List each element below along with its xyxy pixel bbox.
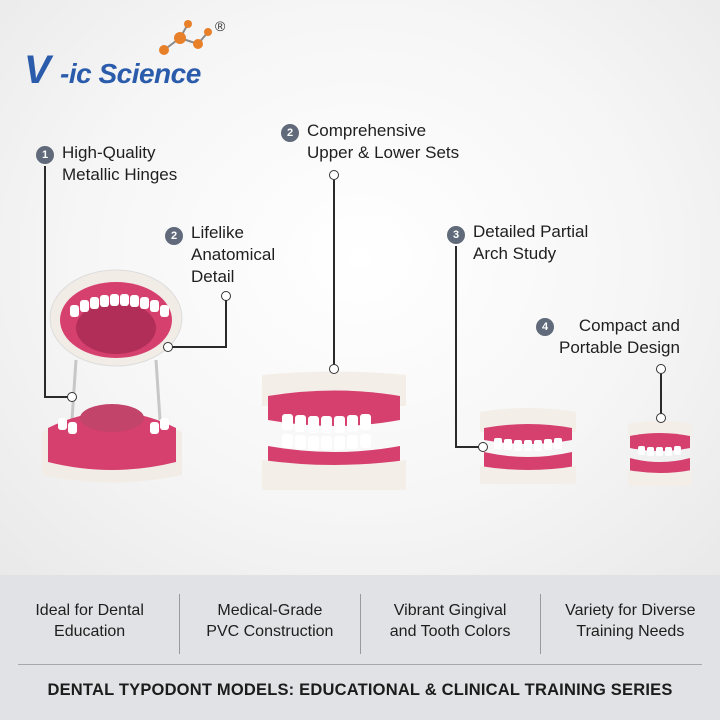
- leader-line-3: [333, 180, 335, 366]
- callout-metallic-hinges: High-Quality Metallic Hinges: [62, 142, 177, 186]
- leader-dot-4: [478, 442, 488, 452]
- callout-line: Arch Study: [473, 244, 557, 263]
- molecule-icon: [159, 20, 212, 55]
- callout-line: Comprehensive: [307, 121, 427, 140]
- leader-line-2: [225, 300, 227, 346]
- feature-line: Variety for Diverse: [565, 602, 696, 619]
- callout-1-badge: 1: [36, 146, 54, 164]
- callout-compact-portable: Compact and Portable Design: [559, 315, 680, 359]
- brand-name: -ic Science: [60, 58, 201, 89]
- model-full-set: [262, 371, 406, 490]
- registered-mark: ®: [215, 18, 226, 34]
- brand-initial: V: [24, 48, 51, 92]
- feature-line: Ideal for Dental: [35, 602, 144, 619]
- callout-2b-badge: 2: [281, 124, 299, 142]
- feature-item: Medical-Grade PVC Construction: [180, 594, 361, 654]
- leader-dot-3b: [329, 364, 339, 374]
- leader-dot-5: [656, 364, 666, 374]
- feature-item: Ideal for Dental Education: [0, 594, 181, 654]
- leader-dot-2b: [163, 342, 173, 352]
- leader-dot-3: [329, 170, 339, 180]
- typodont-models-illustration: [42, 269, 692, 490]
- feature-line: PVC Construction: [206, 623, 334, 640]
- leader-line-5: [660, 374, 662, 414]
- leader-line-1b: [44, 396, 70, 398]
- callout-line: Detailed Partial: [473, 222, 589, 241]
- callout-partial-arch: Detailed Partial Arch Study: [473, 221, 588, 265]
- feature-line: Education: [54, 623, 126, 640]
- leader-line-2b: [170, 346, 227, 348]
- callout-upper-lower-sets: Comprehensive Upper & Lower Sets: [307, 120, 459, 164]
- brand-logo: V -ic Science ®: [22, 18, 232, 92]
- feature-list: Ideal for Dental Education Medical-Grade…: [0, 594, 720, 654]
- divider: [18, 664, 702, 665]
- callout-line: Lifelike: [191, 223, 244, 242]
- callout-2-badge: 2: [165, 227, 183, 245]
- callout-anatomical-detail: Lifelike Anatomical Detail: [191, 222, 275, 288]
- callout-line: Upper & Lower Sets: [307, 143, 460, 162]
- feature-line: Training Needs: [576, 623, 685, 640]
- callout-line: Detail: [191, 267, 235, 286]
- feature-item: Variety for Diverse Training Needs: [541, 594, 720, 654]
- feature-item: Vibrant Gingival and Tooth Colors: [361, 594, 541, 654]
- feature-line: and Tooth Colors: [389, 623, 511, 640]
- leader-dot-5b: [656, 413, 666, 423]
- callout-line: Metallic Hinges: [62, 165, 178, 184]
- leader-line-1: [44, 166, 46, 396]
- callout-line: High-Quality: [62, 143, 156, 162]
- series-title: DENTAL TYPODONT MODELS: EDUCATIONAL & CL…: [47, 681, 673, 699]
- model-hinged-open: [42, 269, 183, 483]
- leader-dot-1: [67, 392, 77, 402]
- callout-4-badge: 4: [536, 318, 554, 336]
- model-compact: [628, 421, 692, 486]
- callout-line: Anatomical: [191, 245, 276, 264]
- callout-line: Portable Design: [559, 338, 680, 357]
- leader-line-4b: [455, 446, 481, 448]
- feature-line: Vibrant Gingival: [393, 602, 507, 619]
- feature-line: Medical-Grade: [217, 602, 323, 619]
- callout-3-badge: 3: [447, 226, 465, 244]
- model-partial-arch: [480, 408, 576, 484]
- leader-line-4: [455, 246, 457, 446]
- callout-line: Compact and: [578, 316, 680, 335]
